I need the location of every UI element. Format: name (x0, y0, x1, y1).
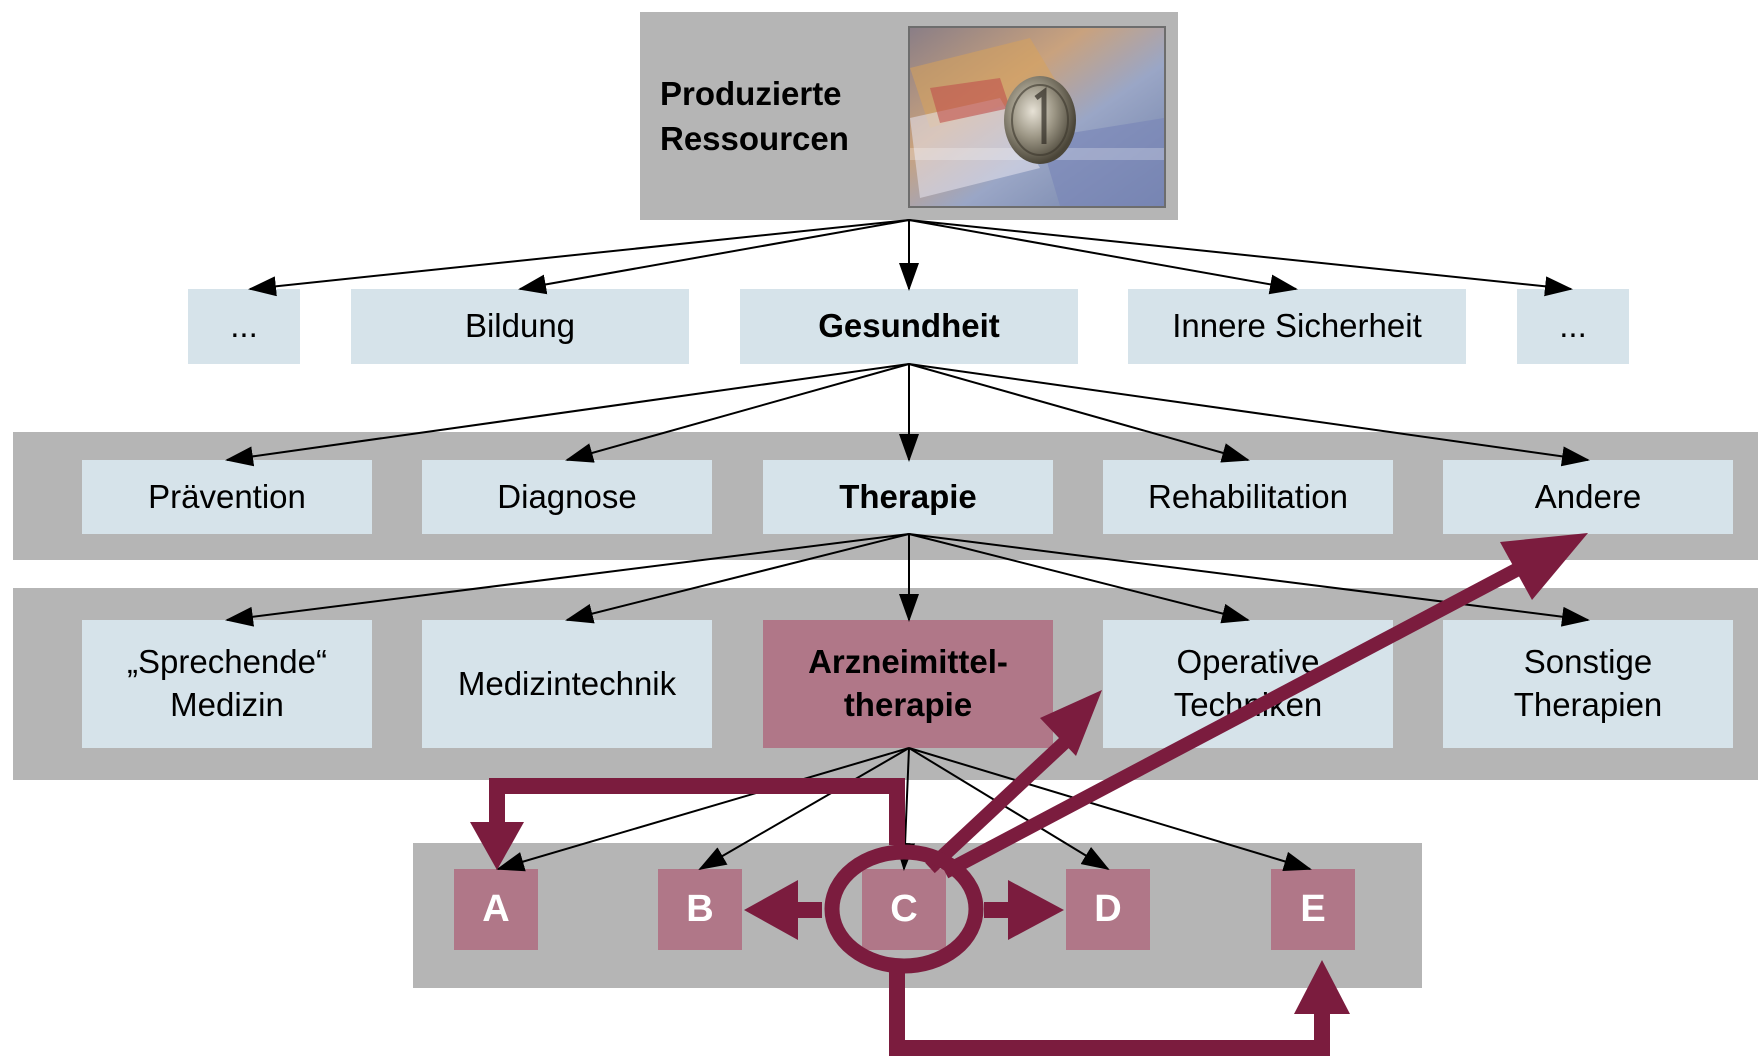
level4-label: C (890, 888, 918, 930)
edge-arznei-to-e (908, 747, 1312, 872)
edge-therapie-to-l3-1 (225, 533, 910, 627)
edge-therapie-to-l3-5 (908, 533, 1590, 627)
level1-box-bildung: Bildung (351, 289, 689, 364)
level3-box-sonstige-therapien: Sonstige Therapien (1443, 620, 1733, 748)
root-title-line2: Ressourcen (660, 119, 849, 157)
c-highlight-ring (824, 844, 984, 974)
level3-label-line1: Arzneimittel- (808, 643, 1008, 681)
level3-label-line2: Medizin (170, 686, 284, 723)
edge-gesundheit-to-l2-5 (908, 363, 1590, 467)
root-node: Produzierte Ressourcen (640, 12, 1178, 220)
level3-label-line2: Therapien (1513, 686, 1663, 723)
edge-arznei-to-a (496, 747, 910, 872)
edge-root-to-l1-2 (518, 219, 910, 295)
level1-box-innere-sicherheit: Innere Sicherheit (1128, 289, 1466, 364)
level2-label: Prävention (148, 477, 306, 515)
level2-box-praevention: Prävention (82, 460, 372, 534)
level2-box-andere: Andere (1443, 460, 1733, 534)
level3-label-line1: Sonstige (1523, 643, 1653, 681)
level4-label: E (1300, 888, 1326, 930)
edge-gesundheit-to-l2-4 (908, 363, 1250, 463)
edge-root-to-l1-1 (248, 219, 910, 297)
root-title: Produzierte Ressourcen (660, 72, 910, 161)
edge-gesundheit-to-l2-1 (225, 363, 910, 467)
edge-therapie-to-l3-4 (908, 533, 1250, 624)
level3-box-arzneimitteltherapie: Arzneimittel- therapie (763, 620, 1053, 748)
level1-label: Bildung (464, 307, 576, 345)
accent-arrow-c-to-e (889, 972, 1330, 1056)
level1-label: Gesundheit (818, 307, 1000, 345)
accent-arrowhead-andere (1500, 533, 1588, 600)
level1-label: ... (230, 307, 258, 345)
level2-label: Rehabilitation (1148, 477, 1348, 515)
level2-label: Diagnose (497, 477, 637, 515)
accent-arrow-c-to-andere-shaft (941, 561, 1524, 879)
level1-label: Innere Sicherheit (1172, 307, 1422, 345)
level4-box-c: C (862, 869, 946, 950)
edge-root-to-l1-4 (908, 219, 1298, 295)
level3-box-sprechende-medizin: „Sprechende“ Medizin (82, 620, 372, 748)
accent-arrowhead-b (744, 880, 798, 940)
accent-arrowhead-operative (1040, 690, 1102, 756)
level4-box-e: E (1271, 869, 1355, 950)
level2-label: Therapie (839, 477, 977, 515)
level3-box-operative-techniken: Operative Techniken (1103, 620, 1393, 748)
edge-arznei-to-b (698, 747, 910, 871)
root-title-line1: Produzierte (660, 75, 842, 112)
level1-box-ellipsis-left: ... (188, 289, 300, 364)
level3-label-line2: therapie (843, 686, 973, 723)
accent-arrowhead-d (1008, 880, 1064, 940)
level4-label: A (482, 888, 510, 930)
level4-label: D (1094, 888, 1122, 930)
level4-box-d: D (1066, 869, 1150, 950)
level1-box-ellipsis-right: ... (1517, 289, 1629, 364)
money-image-icon (910, 28, 1164, 206)
level2-label: Andere (1534, 477, 1642, 515)
level4-box-b: B (658, 869, 742, 950)
level3-box-medizintechnik: Medizintechnik (422, 620, 712, 748)
level1-box-gesundheit: Gesundheit (740, 289, 1078, 364)
level3-label-line1: Operative (1176, 643, 1320, 681)
accent-arrow-c-to-a (489, 778, 905, 845)
edge-therapie-to-l3-2 (565, 533, 910, 624)
level4-label: B (686, 888, 714, 930)
level2-box-therapie: Therapie (763, 460, 1053, 534)
accent-arrowhead-e (1294, 960, 1350, 1014)
accent-arrow-c-to-operative-shaft (925, 736, 1070, 874)
level1-label: ... (1559, 307, 1587, 345)
accent-arrowhead-a (470, 822, 524, 870)
edge-gesundheit-to-l2-2 (565, 363, 910, 463)
level2-box-rehabilitation: Rehabilitation (1103, 460, 1393, 534)
accent-arrows (470, 533, 1588, 1056)
money-photo (908, 26, 1166, 208)
edge-arznei-to-d (908, 747, 1110, 871)
edge-root-to-l1-5 (908, 219, 1573, 297)
level3-label-line1: Medizintechnik (457, 664, 677, 702)
level3-label-line1: „Sprechende“ (127, 643, 327, 681)
level4-box-a: A (454, 869, 538, 950)
level2-box-diagnose: Diagnose (422, 460, 712, 534)
